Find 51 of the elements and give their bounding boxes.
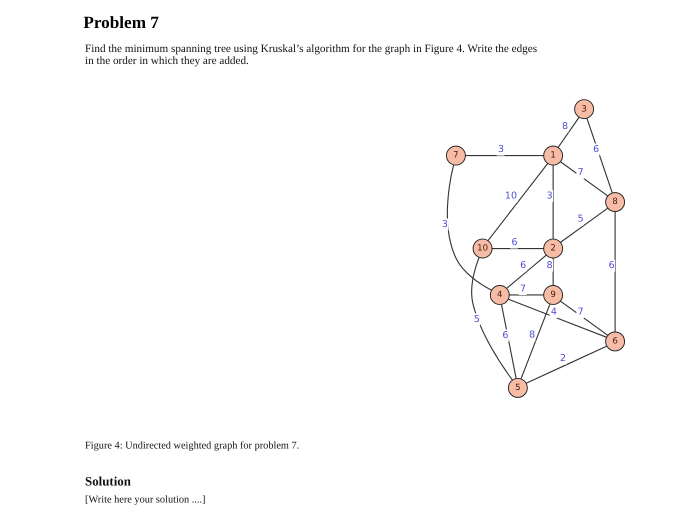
edge-label: 7	[520, 283, 526, 294]
node-circle: 4	[489, 285, 510, 305]
edge-label: 6	[510, 236, 517, 248]
edge-label: 3	[441, 218, 448, 230]
node-circle: 3	[574, 99, 594, 120]
node-circle: 5	[507, 378, 528, 398]
node-circle: 2	[542, 238, 563, 258]
edge-label: 10	[504, 190, 516, 202]
edge-label: 6	[608, 260, 614, 272]
edge-label: 7	[577, 167, 584, 178]
node-circle: 8	[604, 192, 625, 212]
connector	[560, 208, 608, 243]
edge-label: 6	[592, 144, 599, 155]
edge-label: 2	[560, 353, 566, 364]
connector	[557, 117, 579, 148]
edge-label: 5	[473, 314, 480, 325]
node-circle: 7	[445, 146, 466, 166]
node-circle: 6	[604, 332, 625, 352]
edge-label: 8	[528, 330, 535, 341]
label: Find the minimum spanning tree using Kruskal’s algorithm for the graph in Figure 4. Write the edges in the order in which they are added.	[84, 42, 537, 67]
connector	[586, 118, 612, 193]
node-circle: 1	[542, 146, 563, 166]
label: Solution	[84, 474, 130, 489]
edge-label: 8	[562, 120, 568, 132]
connector	[614, 212, 616, 332]
connector	[520, 304, 550, 380]
node-circle: 10	[472, 238, 492, 258]
connector	[492, 248, 544, 250]
connector	[560, 161, 608, 196]
connector	[464, 155, 544, 156]
edge-label: 3	[498, 144, 504, 155]
label: [Write here your solution ....]	[84, 494, 205, 506]
connector	[506, 254, 546, 289]
diagram-title: Problem 7	[82, 13, 158, 32]
edge-label: 8	[546, 260, 552, 271]
edge-label: 6	[502, 330, 508, 341]
caption: Figure 4: Undirected weighted graph for problem 7.	[84, 440, 299, 452]
node-circle: 9	[542, 285, 563, 305]
edge-label: 7	[577, 306, 584, 318]
connector	[508, 298, 606, 338]
connector	[487, 163, 548, 241]
edge-label: 5	[577, 214, 584, 225]
edge-label: 6	[520, 260, 526, 272]
edge-label: 4	[550, 306, 556, 318]
connector	[508, 294, 544, 296]
connector	[446, 164, 492, 291]
edge-label: 3	[546, 190, 552, 202]
connector	[552, 165, 554, 239]
connector	[552, 258, 554, 286]
connector	[560, 300, 608, 336]
connector	[525, 346, 607, 384]
